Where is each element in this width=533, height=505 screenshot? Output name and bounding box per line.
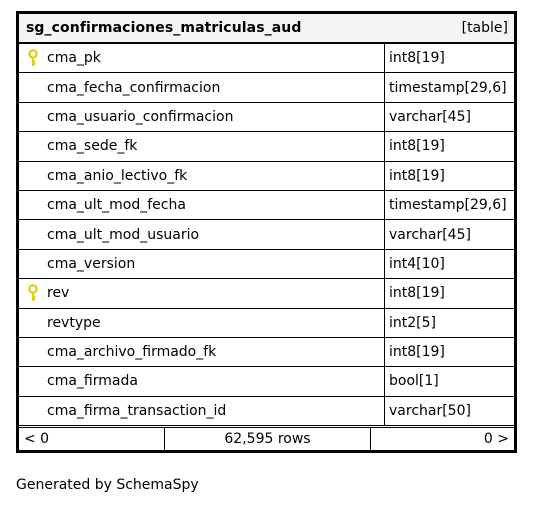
column-name: cma_version (47, 255, 136, 272)
column-type: timestamp[29,6] (389, 197, 507, 214)
table-kind: [table] (461, 20, 508, 36)
column-name: cma_ult_mod_fecha (47, 197, 186, 214)
column-type: int2[5] (389, 314, 436, 331)
column-type: int8[19] (389, 344, 445, 361)
column-type: int4[10] (389, 255, 445, 272)
column-row[interactable]: rev int8[19] (19, 279, 514, 309)
column-name-cell: rev (19, 279, 385, 308)
column-type: varchar[45] (389, 108, 471, 125)
children-count[interactable]: 0 > (483, 431, 509, 448)
column-name-cell: revtype (19, 308, 385, 337)
column-row[interactable]: cma_ult_mod_fecha timestamp[29,6] (19, 190, 514, 221)
column-type: int8[19] (389, 138, 445, 155)
column-type: int8[19] (389, 167, 445, 184)
column-type: int8[19] (389, 50, 445, 67)
column-name: cma_firmada (47, 373, 138, 390)
column-name: cma_anio_lectivo_fk (47, 167, 188, 184)
column-name: cma_fecha_confirmacion (47, 79, 221, 96)
column-row[interactable]: cma_version int4[10] (19, 249, 514, 280)
column-row[interactable]: cma_firma_transaction_id varchar[50] (19, 396, 514, 427)
column-type: int8[19] (389, 285, 445, 302)
column-name: cma_sede_fk (47, 138, 138, 155)
column-name: cma_archivo_firmado_fk (47, 344, 217, 361)
column-name: cma_pk (47, 50, 101, 67)
column-type: varchar[45] (389, 226, 471, 243)
column-name-cell: cma_firma_transaction_id (19, 396, 385, 426)
column-row[interactable]: cma_firmada bool[1] (19, 367, 514, 397)
table-footer: < 0 62,595 rows 0 > (19, 427, 514, 451)
column-name: revtype (47, 314, 101, 331)
table-header: sg_confirmaciones_matriculas_aud [table] (19, 14, 514, 44)
column-name-cell: cma_version (19, 249, 385, 279)
table-box: sg_confirmaciones_matriculas_aud [table]… (16, 11, 517, 454)
column-row[interactable]: cma_pk int8[19] (19, 44, 514, 74)
column-name-cell: cma_usuario_confirmacion (19, 102, 385, 132)
column-name-cell: cma_firmada (19, 367, 385, 396)
column-row[interactable]: cma_ult_mod_usuario varchar[45] (19, 220, 514, 250)
column-row[interactable]: cma_archivo_firmado_fk int8[19] (19, 337, 514, 368)
column-type: varchar[50] (389, 402, 471, 419)
column-row[interactable]: revtype int2[5] (19, 308, 514, 338)
column-row[interactable]: cma_sede_fk int8[19] (19, 132, 514, 162)
column-name-cell: cma_anio_lectivo_fk (19, 161, 385, 190)
column-name: cma_firma_transaction_id (47, 402, 227, 419)
parents-count[interactable]: < 0 (19, 428, 165, 451)
row-count: 62,595 rows (165, 428, 371, 451)
column-name-cell: cma_fecha_confirmacion (19, 73, 385, 102)
generator-credit: Generated by SchemaSpy (16, 477, 199, 493)
primary-key-icon (19, 49, 47, 67)
column-row[interactable]: cma_fecha_confirmacion timestamp[29,6] (19, 73, 514, 103)
column-name: cma_usuario_confirmacion (47, 108, 234, 125)
column-type: timestamp[29,6] (389, 79, 507, 96)
column-name-cell: cma_pk (19, 44, 385, 73)
column-type: bool[1] (389, 373, 439, 390)
primary-key-icon (19, 284, 47, 302)
table-name[interactable]: sg_confirmaciones_matriculas_aud (26, 20, 302, 36)
column-row[interactable]: cma_usuario_confirmacion varchar[45] (19, 102, 514, 133)
column-name-cell: cma_sede_fk (19, 132, 385, 161)
column-row[interactable]: cma_anio_lectivo_fk int8[19] (19, 161, 514, 191)
column-name-cell: cma_archivo_firmado_fk (19, 337, 385, 367)
column-name-cell: cma_ult_mod_usuario (19, 220, 385, 249)
column-name: cma_ult_mod_usuario (47, 226, 200, 243)
column-name: rev (47, 285, 70, 302)
column-name-cell: cma_ult_mod_fecha (19, 190, 385, 220)
